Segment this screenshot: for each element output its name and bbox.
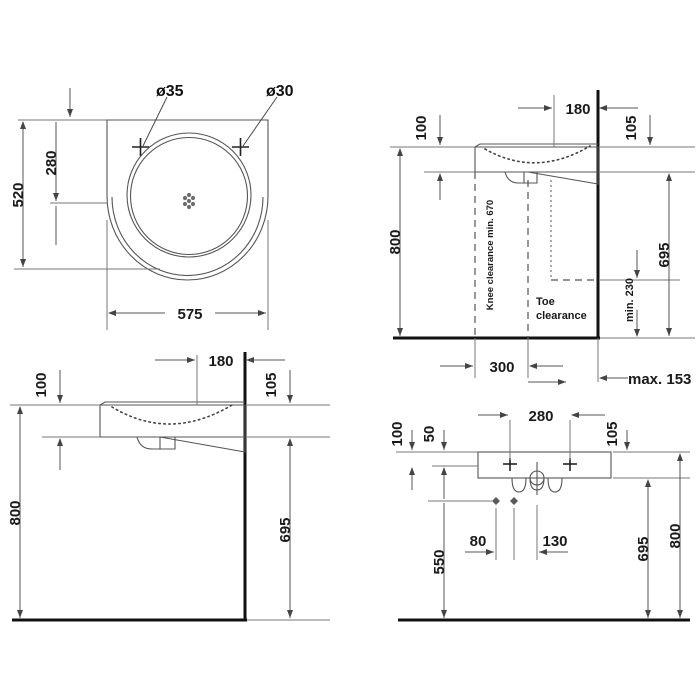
- plan-label-hole-left: ø35: [156, 83, 184, 100]
- sideleft-dim-695-text: 695: [277, 517, 294, 542]
- view-front: 100 50 105 280 550 80 130 695 800: [389, 408, 690, 622]
- sideright-dim-180-text: 180: [565, 101, 590, 118]
- sideright-toe-clearance-text1: Toe: [536, 296, 555, 308]
- front-dim-130-text: 130: [542, 533, 567, 550]
- plan-dim-520-text: 520: [10, 182, 27, 207]
- sideleft-dim-180-text: 180: [208, 353, 233, 370]
- plan-leader-left: [142, 96, 168, 147]
- sideleft-dim-105-text: 105: [263, 372, 280, 397]
- front-underside-left: [511, 477, 527, 493]
- sideright-dim-100-text: 100: [413, 115, 430, 140]
- sideright-dim-230-text: min. 230: [624, 278, 636, 322]
- front-dim-105-text: 105: [604, 421, 621, 446]
- plan-bowl-circle: [126, 132, 252, 258]
- sideleft-dim-800-text: 800: [7, 500, 24, 525]
- front-dim-695-text: 695: [635, 536, 652, 561]
- front-tap-hole-left: [503, 458, 517, 471]
- view-side-left: 100 800 695 105 180: [7, 352, 330, 622]
- plan-label-hole-right: ø30: [266, 83, 294, 100]
- sideright-trap-outline: [504, 171, 538, 184]
- sideright-toe-clearance-text2: clearance: [536, 310, 587, 322]
- sideright-knee-clearance-text: Knee clearance min. 670: [485, 200, 496, 310]
- front-dim-550-text: 550: [431, 549, 448, 574]
- sideright-basin-slab: [474, 146, 599, 173]
- plan-tap-hole-left: [132, 138, 149, 156]
- sideright-bowl-profile: [484, 145, 591, 164]
- front-dim-280-text: 280: [528, 408, 553, 425]
- plan-leader-right: [242, 96, 278, 147]
- sideright-dim-800-text: 800: [387, 229, 404, 254]
- sideleft-basin-rim-edge: [99, 401, 245, 406]
- sideleft-bowl-profile: [111, 404, 233, 425]
- sideleft-dim-100-text: 100: [33, 372, 50, 397]
- front-supply-markers: [492, 497, 518, 505]
- plan-dim-575-bg: [165, 303, 215, 323]
- sideleft-basin-underside: [159, 436, 246, 453]
- plan-dim-280-text: 280: [43, 150, 60, 175]
- view-side-right: Knee clearance min. 670 Toe clearance 10…: [387, 90, 695, 388]
- sideright-dim-695-text: 695: [656, 242, 673, 267]
- front-dim-800-text: 800: [667, 523, 684, 548]
- front-dim-80-text: 80: [470, 533, 487, 550]
- sideright-dim-300-text: 300: [489, 359, 514, 376]
- sideright-dim-105-text: 105: [623, 115, 640, 140]
- plan-basin-inner-rim: [111, 196, 264, 277]
- front-tap-hole-right: [563, 458, 577, 471]
- front-underside-right: [547, 477, 563, 493]
- sideright-basin-underside: [527, 171, 599, 185]
- sideleft-trap-outline: [136, 436, 176, 450]
- front-dim-100-text: 100: [389, 421, 406, 446]
- front-basin-body: [477, 451, 612, 479]
- sideright-dim-153-text: max. 153: [628, 371, 691, 388]
- front-dim-50-text: 50: [421, 426, 438, 443]
- plan-drain-grate: [182, 192, 196, 210]
- plan-basin-outline: [106, 119, 269, 281]
- sideright-basin-rim-edge: [474, 143, 598, 148]
- view-plan: ø35 ø30 520 280 575: [10, 83, 294, 330]
- plan-tap-hole-right: [232, 138, 249, 156]
- plan-dim-575-text: 575: [177, 306, 202, 323]
- plan-bowl-inner-circle: [129, 136, 249, 256]
